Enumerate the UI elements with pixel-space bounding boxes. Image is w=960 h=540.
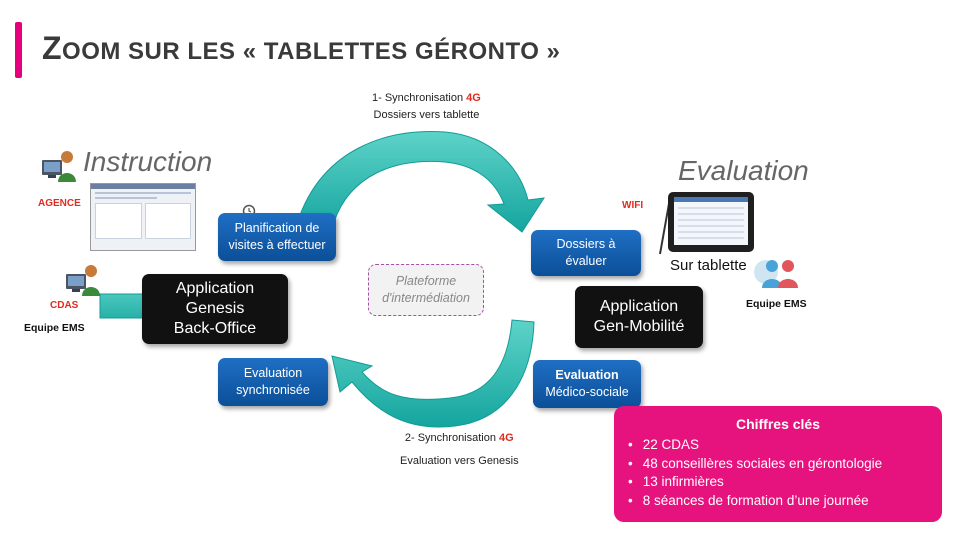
equipe-ems-right-label: Equipe EMS — [746, 298, 807, 310]
tablet-icon — [659, 192, 754, 255]
key-figures-list: 22 CDAS 48 conseillères sociales en géro… — [614, 436, 942, 511]
sync-top-label: 1- Synchronisation 4G Dossiers vers tabl… — [372, 92, 481, 121]
key-figures-box: Chiffres clés 22 CDAS 48 conseillères so… — [614, 406, 942, 522]
page-title: ZOOM SUR LES « TABLETTES GÉRONTO » — [42, 30, 561, 66]
instruction-heading: Instruction — [83, 146, 213, 177]
list-item: 22 CDAS — [628, 436, 942, 455]
equipe-ems-left-label: Equipe EMS — [24, 322, 85, 334]
sync-arrow-top — [299, 131, 546, 233]
list-item: 48 conseillères sociales en gérontologie — [628, 455, 942, 474]
genesis-screenshot-thumbnail — [90, 183, 196, 251]
sync-bottom-label: 2- Synchronisation 4G Evaluation vers Ge… — [400, 432, 519, 467]
agence-label: AGENCE — [38, 198, 81, 209]
cdas-label: CDAS — [50, 300, 79, 311]
team-people-icon — [754, 260, 798, 288]
user-computer-icon — [42, 151, 76, 182]
evaluation-heading: Evaluation — [678, 155, 809, 186]
key-figures-title: Chiffres clés — [735, 416, 821, 432]
list-item: 8 séances de formation d’une journée — [628, 492, 942, 511]
list-item: 13 infirmières — [628, 473, 942, 492]
sync-arrow-bottom — [331, 319, 535, 428]
wifi-label: WIFI — [622, 200, 644, 211]
tablet-label: Sur tablette — [670, 257, 747, 274]
cdas-user-computer-icon — [66, 265, 100, 296]
title-accent-bar — [15, 22, 22, 78]
